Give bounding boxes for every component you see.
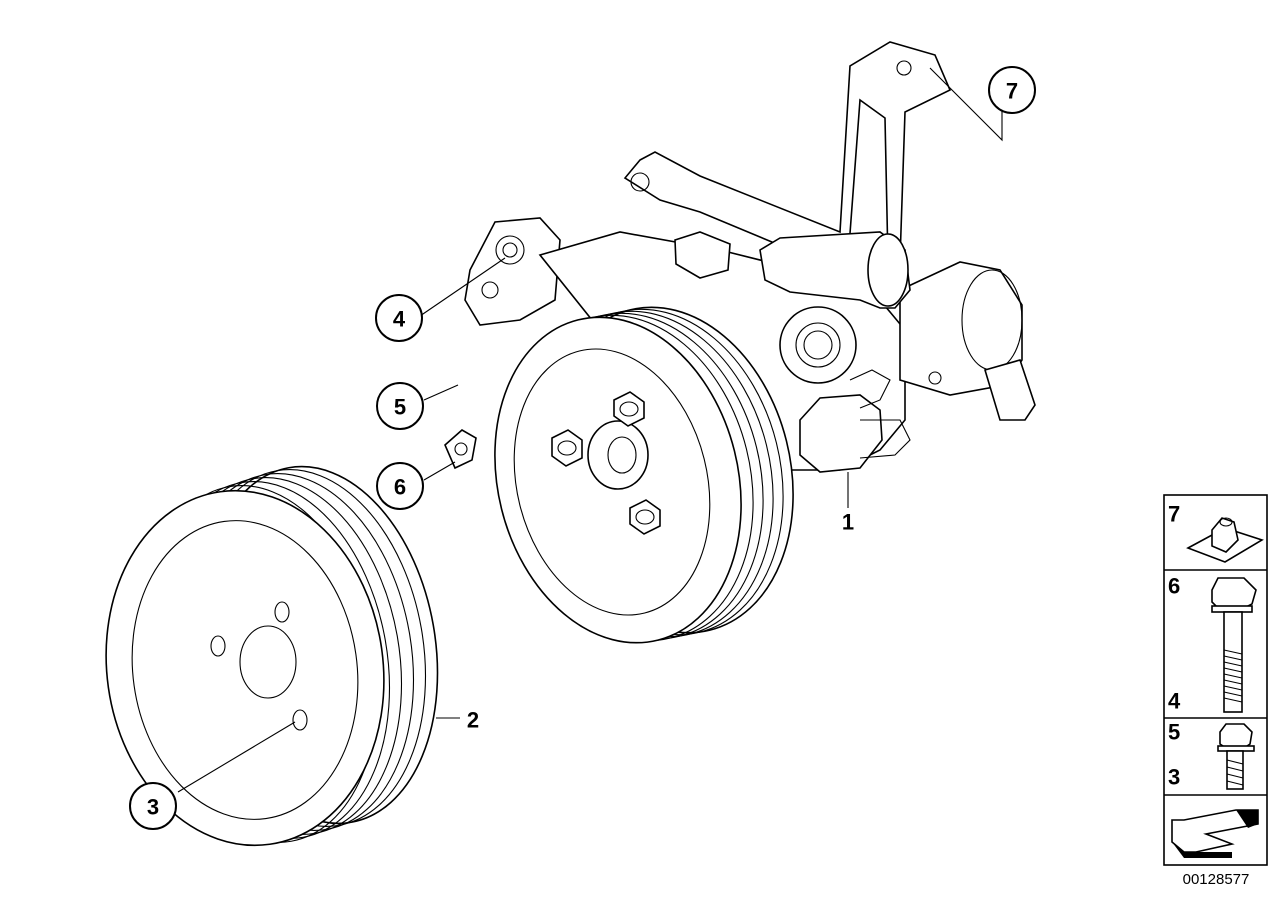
pulley-bolt <box>613 391 645 427</box>
svg-text:5: 5 <box>394 395 406 420</box>
callout-6: 6 <box>376 462 424 510</box>
parts-panel: 7 6 4 5 3 <box>1163 494 1268 866</box>
panel-label-3: 3 <box>1168 765 1180 790</box>
direction-arrow-icon <box>1171 809 1259 858</box>
panel-label-6: 6 <box>1168 574 1180 599</box>
document-number: 00128577 <box>1183 871 1250 888</box>
leader-lines <box>177 67 1003 793</box>
label-1: 1 <box>842 510 854 535</box>
short-bolt-icon <box>1217 723 1255 790</box>
panel-label-7: 7 <box>1168 502 1180 527</box>
mounting-bracket <box>623 41 952 263</box>
separate-pulley <box>105 465 439 847</box>
callout-4: 4 <box>375 294 423 342</box>
svg-text:6: 6 <box>394 475 406 500</box>
svg-text:3: 3 <box>147 795 159 820</box>
panel-label-5: 5 <box>1168 720 1180 745</box>
svg-text:4: 4 <box>393 307 406 332</box>
long-bolt-icon <box>1211 577 1257 713</box>
panel-label-4: 4 <box>1168 689 1181 714</box>
clip-nut-icon <box>1186 517 1264 563</box>
svg-text:7: 7 <box>1006 79 1018 104</box>
callout-7: 7 <box>988 66 1036 114</box>
callout-3: 3 <box>129 782 177 830</box>
pulley-bolt <box>629 499 661 535</box>
pump-pulley <box>494 306 794 644</box>
callout-5: 5 <box>376 382 424 430</box>
label-2: 2 <box>467 708 479 733</box>
pulley-bolt <box>551 429 583 467</box>
